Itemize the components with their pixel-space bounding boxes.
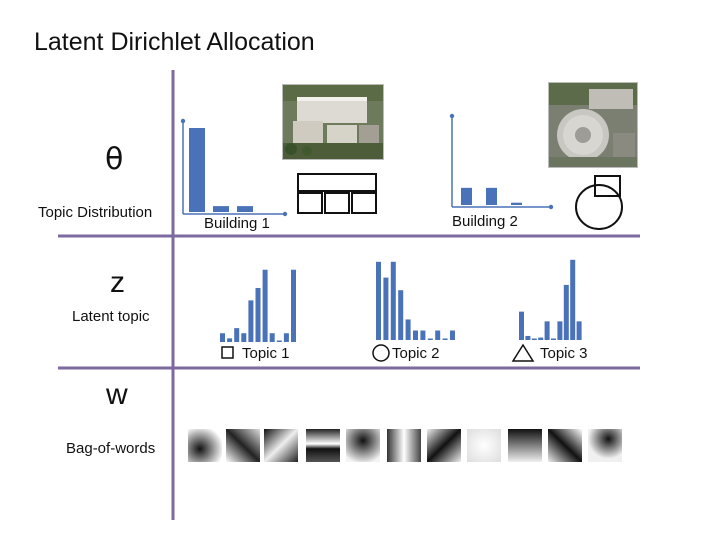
visual-word-patch [588, 429, 622, 462]
circle-icon [372, 344, 390, 362]
topic-3-bar [544, 321, 550, 340]
building-1-bar [213, 206, 229, 212]
topic-2-bar [398, 290, 404, 340]
topic-1-bar [262, 269, 268, 342]
topic-2-bar [383, 277, 389, 340]
topic-1-bar [248, 300, 254, 342]
building-1-bar [237, 206, 253, 212]
topic-3-bar [519, 311, 524, 340]
building-2-x-axis-tip [548, 204, 554, 210]
topic-1-label: Topic 1 [242, 345, 290, 362]
topic-2-bar [442, 338, 448, 340]
topic-1-bar [269, 333, 275, 342]
visual-word-patch [264, 429, 298, 462]
topic-1-bar [291, 269, 296, 342]
topic-2-label: Topic 2 [392, 345, 440, 362]
page-title: Latent Dirichlet Allocation [34, 28, 315, 56]
building-1-label: Building 1 [204, 215, 270, 232]
visual-word-patch [188, 429, 222, 462]
topic-1-bar [227, 338, 233, 342]
building-1-x-axis-tip [282, 211, 288, 217]
theta-symbol: θ [105, 142, 124, 177]
visual-word-patch [226, 429, 260, 462]
square-icon [221, 346, 234, 359]
building-2-shape-sketch [575, 175, 623, 230]
topic-1-bar [255, 287, 261, 342]
building-2-bar [511, 202, 522, 205]
building-2-y-axis-tip [449, 113, 455, 119]
topic-2-bar [420, 330, 426, 340]
building-1-shape-sketch [297, 173, 377, 214]
triangle-icon [511, 343, 535, 362]
visual-word-patch [306, 429, 340, 462]
topic-3-bar [563, 284, 569, 340]
topic-2-bar [405, 319, 411, 340]
building-2-label: Building 2 [452, 213, 518, 230]
topic-2-bar [435, 330, 441, 340]
visual-word-patch [427, 429, 461, 462]
topic-3-bar [570, 259, 576, 340]
topic-2-bar [376, 261, 381, 340]
topic-3-label: Topic 3 [540, 345, 588, 362]
visual-word-patch [467, 429, 501, 462]
topic-2-bar [427, 338, 433, 340]
topic-2-bar [390, 261, 396, 340]
topic-2-bar [450, 330, 455, 340]
topic-1-bar [241, 333, 247, 342]
latent-topic-label: Latent topic [72, 308, 150, 325]
topic-1-bar [283, 333, 289, 342]
visual-word-patch [346, 429, 380, 462]
z-symbol: z [110, 266, 125, 299]
topic-2-bar [413, 330, 418, 340]
w-symbol: w [106, 378, 128, 411]
topic-1-bar [220, 333, 225, 342]
topic-distribution-label: Topic Distribution [38, 204, 153, 221]
visual-word-patches [188, 429, 622, 462]
topic-3-bar [525, 335, 531, 340]
topic-3-bar [531, 338, 537, 340]
building-2-bar [486, 187, 497, 205]
topic-3-bar [576, 321, 582, 340]
topic-3-bar [557, 321, 563, 340]
visual-word-patch [508, 429, 542, 462]
building-2-aerial-image [548, 82, 638, 168]
topic-1-bar [234, 328, 240, 342]
building-1-y-axis-tip [180, 118, 186, 124]
topic-3-bar [538, 337, 544, 340]
building-1-aerial-image [282, 84, 384, 160]
bag-of-words-label: Bag-of-words [66, 440, 156, 457]
visual-word-patch [387, 429, 421, 462]
building-2-bar [461, 187, 472, 205]
topic-1-bar [276, 340, 282, 342]
visual-word-patch [548, 429, 582, 462]
building-1-bar [189, 128, 205, 212]
topic-3-bar [551, 338, 556, 340]
